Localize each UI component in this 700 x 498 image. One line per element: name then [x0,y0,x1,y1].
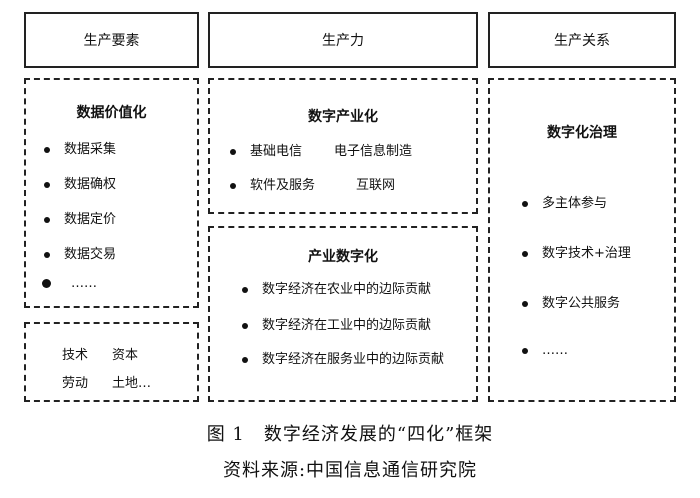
list-item: …… [522,343,568,358]
list-item-label: 软件及服务 [250,178,316,193]
bullet-icon [44,181,50,188]
traditional-factors-box: 技术 资本 劳动 土地… [24,322,199,402]
header-label-production-relations: 生产关系 [554,33,610,49]
factor-capital: 资本 [112,348,139,363]
bullet-icon [522,300,528,307]
more-ellipsis: …… [542,343,568,358]
industrial-digitalization-title: 产业数字化 [308,249,378,265]
list-item-label: 数据采集 [64,142,117,157]
digital-industrialization-title: 数字产业化 [308,109,378,125]
list-item-label: 数字经济在服务业中的边际贡献 [262,352,445,367]
header-label-productivity: 生产力 [322,33,364,49]
bullet-icon [44,146,50,153]
bullet-icon [522,347,528,354]
source-caption: 资料来源:中国信息通信研究院 [222,460,478,481]
list-item-label: 数据确权 [64,177,117,192]
bullet-icon [44,216,50,223]
list-item: 数据确权 [44,173,116,192]
list-item: 数字公共服务 [522,292,620,311]
digital-industrialization-box: 数字产业化 基础电信 电子信息制造 软件及服务 互联网 [208,78,478,214]
factor-land: 土地… [112,376,152,391]
list-item-label: 互联网 [356,178,396,193]
more-ellipsis: …… [71,276,97,291]
list-item: 电子信息制造 [334,140,412,159]
bullet-icon [522,250,528,257]
digital-governance-title: 数字化治理 [547,125,617,141]
list-item: 数字技术+治理 [522,242,631,261]
bullet-icon [230,182,236,189]
bullet-icon [242,356,248,363]
factor-tech: 技术 [62,348,89,363]
data-valorization-box: 数据价值化 数据采集 数据确权 数据定价 数据交易 …… [24,78,199,308]
digital-governance-box: 数字化治理 多主体参与 数字技术+治理 数字公共服务 …… [488,78,676,402]
list-item: 数字经济在工业中的边际贡献 [242,314,431,333]
header-productivity: 生产力 [208,12,478,68]
bullet-icon [230,148,236,155]
list-item-label: 数据交易 [64,247,117,262]
list-item: 数字经济在服务业中的边际贡献 [242,348,444,367]
data-valorization-title: 数据价值化 [76,105,147,121]
figure-caption: 图 1 数字经济发展的“四化”框架 [206,424,494,445]
list-item: 软件及服务 [230,174,315,193]
list-item-label: 数据定价 [64,212,117,227]
bullet-icon [242,322,248,329]
list-item: 多主体参与 [522,192,607,211]
list-item: 数字经济在农业中的边际贡献 [242,278,431,297]
list-item: 互联网 [356,174,395,193]
list-item-label: 电子信息制造 [334,144,413,159]
list-item-label: 数字公共服务 [542,296,621,311]
list-item: …… [42,276,97,291]
list-item: 基础电信 [230,140,302,159]
list-item-label: 数字经济在农业中的边际贡献 [262,282,432,297]
list-item: 数据交易 [44,243,116,262]
bullet-icon [44,251,50,258]
header-production-factors: 生产要素 [24,12,199,68]
list-item: 数据采集 [44,138,116,157]
factor-labor: 劳动 [62,376,89,391]
list-item: 数据定价 [44,208,116,227]
industrial-digitalization-box: 产业数字化 数字经济在农业中的边际贡献 数字经济在工业中的边际贡献 数字经济在服… [208,226,478,402]
header-label-production-factors: 生产要素 [83,33,140,49]
list-item-label: 数字经济在工业中的边际贡献 [262,318,432,333]
list-item-label: 数字技术+治理 [542,246,631,261]
list-item-label: 基础电信 [250,144,303,159]
bullet-icon [522,200,528,207]
list-item-label: 多主体参与 [542,196,608,211]
bullet-icon [42,279,51,288]
header-production-relations: 生产关系 [488,12,676,68]
bullet-icon [242,286,248,293]
